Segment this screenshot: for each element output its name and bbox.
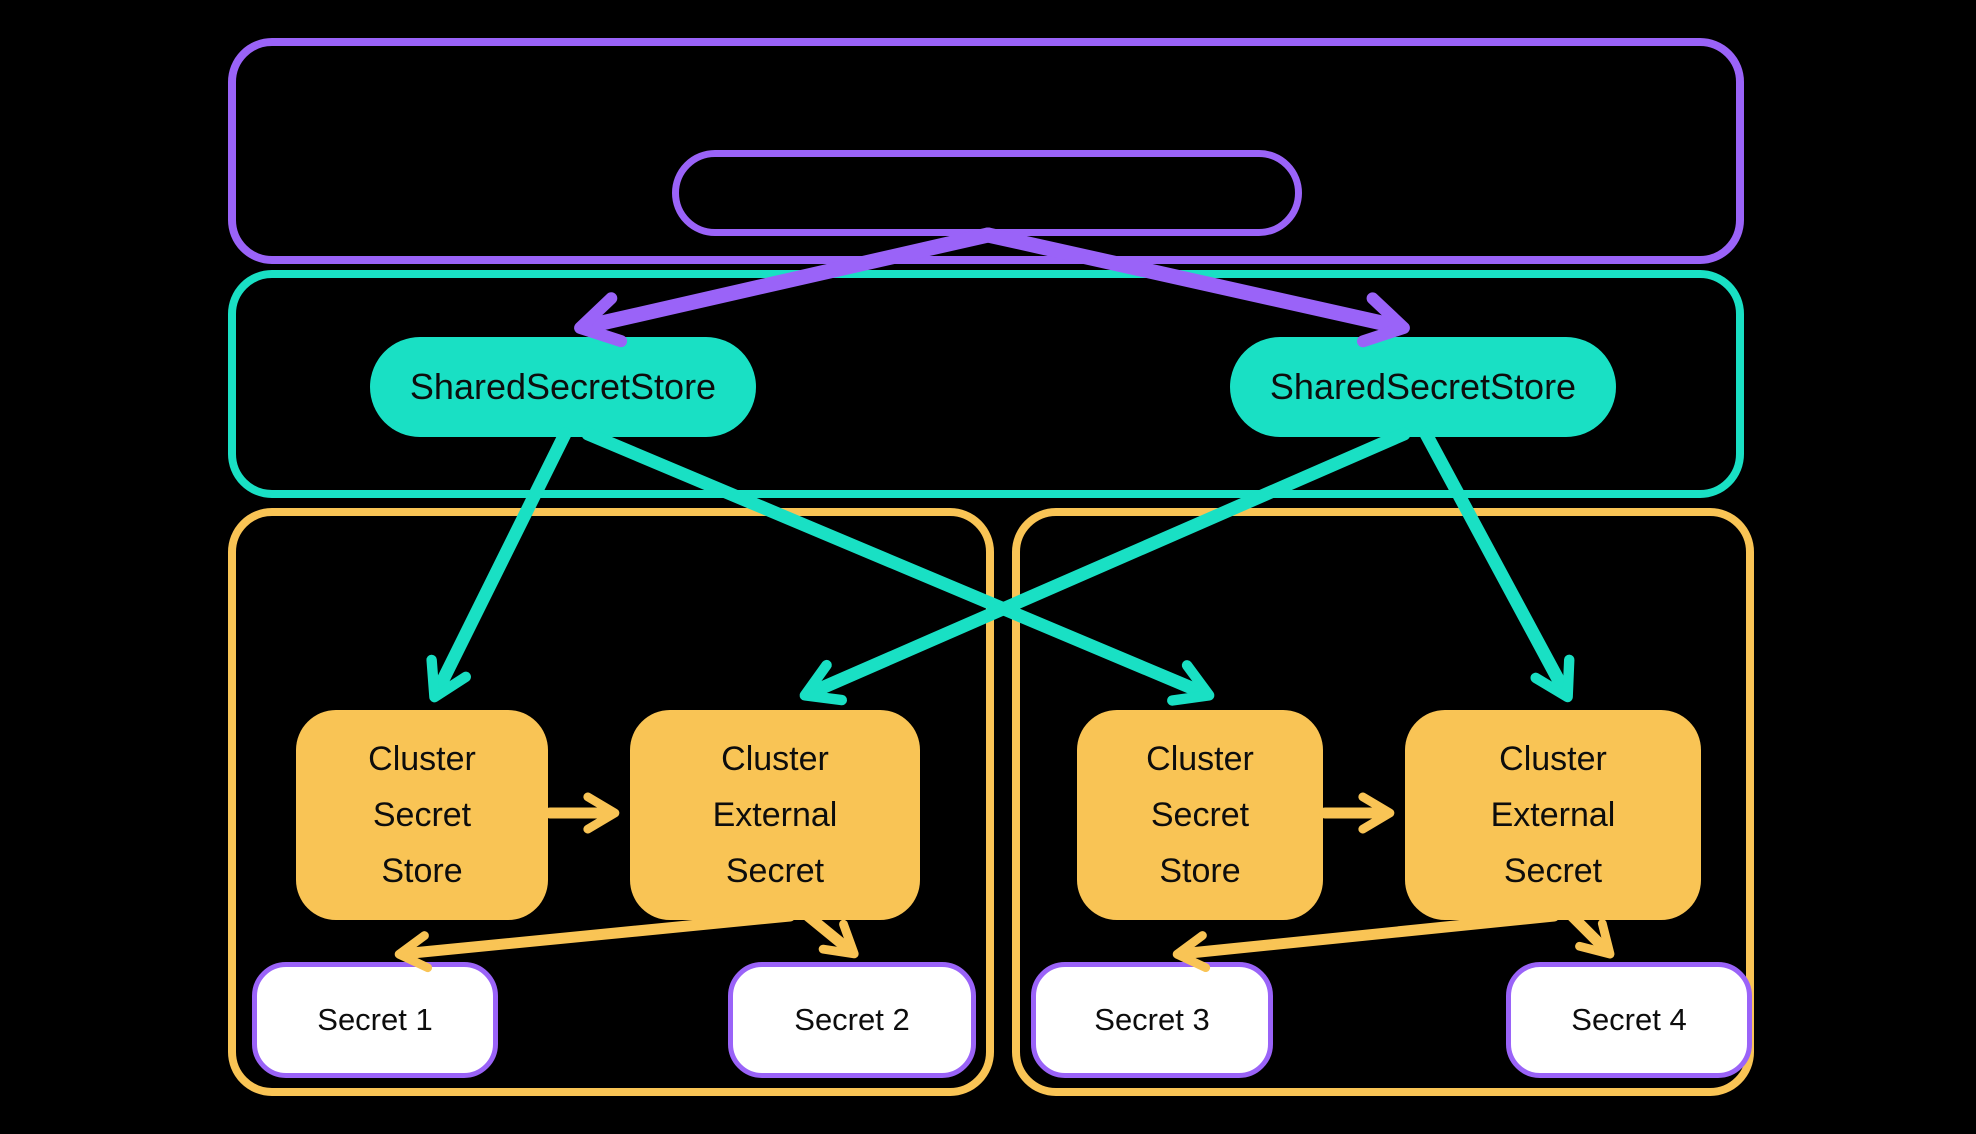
secret-label: Secret 2	[794, 1002, 910, 1037]
secret-label: Secret 4	[1571, 1002, 1687, 1037]
node-line: Store	[381, 852, 463, 890]
node-line: External	[712, 796, 838, 834]
cluster-secret-store-box-left: Cluster Secret Store	[296, 710, 548, 920]
node-line: Secret	[1503, 852, 1603, 890]
node-line: Cluster	[1146, 740, 1254, 778]
node-line: Cluster	[368, 740, 476, 778]
secret-label: Secret 1	[317, 1002, 433, 1037]
node-line: Secret	[1150, 796, 1250, 834]
top-inner-pill	[672, 150, 1302, 236]
cluster-external-secret-box-left: Cluster External Secret	[630, 710, 920, 920]
node-line: External	[1490, 796, 1616, 834]
secret-label: Secret 3	[1094, 1002, 1210, 1037]
node-line: Cluster	[1499, 740, 1607, 778]
secret-2-pill: Secret 2	[728, 962, 976, 1078]
shared-secret-store-pill-left: SharedSecretStore	[370, 337, 756, 437]
shared-secret-store-label: SharedSecretStore	[409, 366, 717, 407]
node-line: Secret	[372, 796, 472, 834]
shared-secret-store-pill-right: SharedSecretStore	[1230, 337, 1616, 437]
node-line: Cluster	[721, 740, 829, 778]
cluster-secret-store-box-right: Cluster Secret Store	[1077, 710, 1323, 920]
secret-1-pill: Secret 1	[252, 962, 498, 1078]
cluster-external-secret-box-right: Cluster External Secret	[1405, 710, 1701, 920]
node-line: Store	[1159, 852, 1241, 890]
secret-3-pill: Secret 3	[1031, 962, 1273, 1078]
shared-secret-store-label: SharedSecretStore	[1269, 366, 1577, 407]
secret-4-pill: Secret 4	[1506, 962, 1752, 1078]
node-line: Secret	[725, 852, 825, 890]
